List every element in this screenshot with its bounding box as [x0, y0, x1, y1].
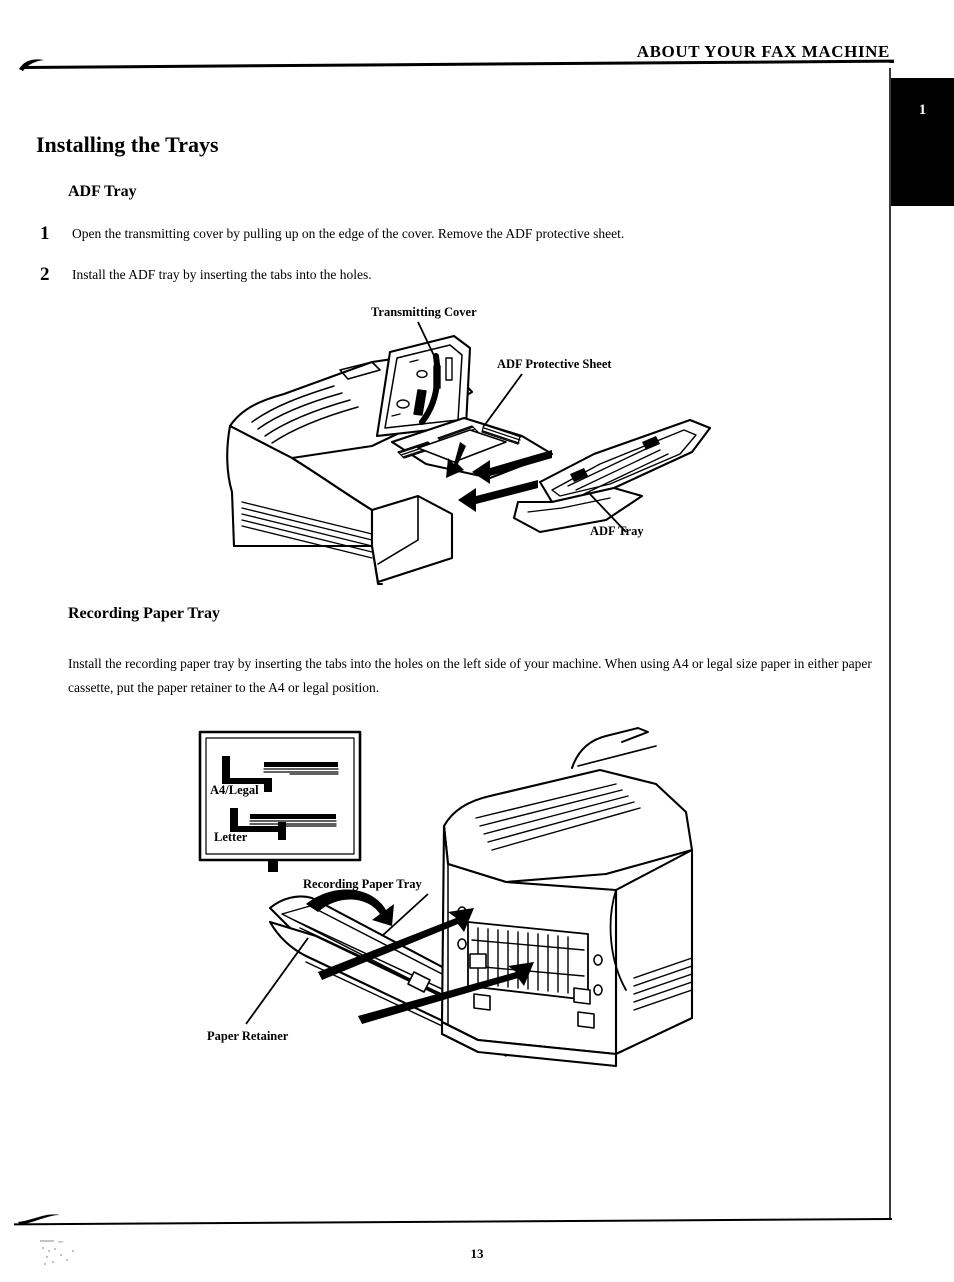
page-bottom-curl-artifact	[18, 1214, 60, 1225]
step-text: Open the transmitting cover by pulling u…	[72, 226, 625, 241]
recording-paper-tray-body: Install the recording paper tray by inse…	[68, 656, 872, 695]
callout-paper-retainer: Paper Retainer	[207, 1029, 289, 1043]
step-text: Install the ADF tray by inserting the ta…	[72, 267, 372, 282]
scan-noise-artifact	[40, 1240, 74, 1265]
callout-transmitting-cover: Transmitting Cover	[371, 305, 477, 319]
footer-rule	[14, 1218, 893, 1226]
recording-figure-leader-lines	[245, 893, 429, 1025]
step-item: 1 Open the transmitting cover by pulling…	[40, 223, 800, 244]
page-title: Installing the Trays	[36, 132, 219, 157]
page-right-border	[889, 68, 891, 1220]
step-number: 2	[40, 264, 50, 285]
page-number: 13	[470, 1246, 484, 1261]
running-header: ABOUT YOUR FAX MACHINE	[636, 42, 890, 61]
page-corner-curl-artifact	[19, 59, 44, 71]
chapter-tab-number: 1	[918, 102, 927, 118]
section-heading-adf-tray: ADF Tray	[68, 183, 137, 200]
inset-label-a4-legal: A4/Legal	[210, 783, 259, 797]
callout-adf-protective-sheet: ADF Protective Sheet	[497, 357, 612, 371]
inset-label-letter: Letter	[214, 830, 248, 844]
recording-paper-tray-illustration	[198, 727, 694, 1068]
step-item: 2 Install the ADF tray by inserting the …	[40, 264, 800, 285]
section-heading-recording-paper-tray: Recording Paper Tray	[68, 605, 220, 622]
adf-figure-leader-lines	[417, 321, 627, 533]
callout-recording-paper-tray: Recording Paper Tray	[303, 877, 422, 891]
header-rule	[21, 59, 894, 69]
callout-adf-tray: ADF Tray	[590, 524, 644, 538]
adf-tray-illustration	[226, 334, 712, 585]
chapter-thumb-tab: 1	[891, 78, 954, 206]
step-number: 1	[40, 223, 50, 244]
